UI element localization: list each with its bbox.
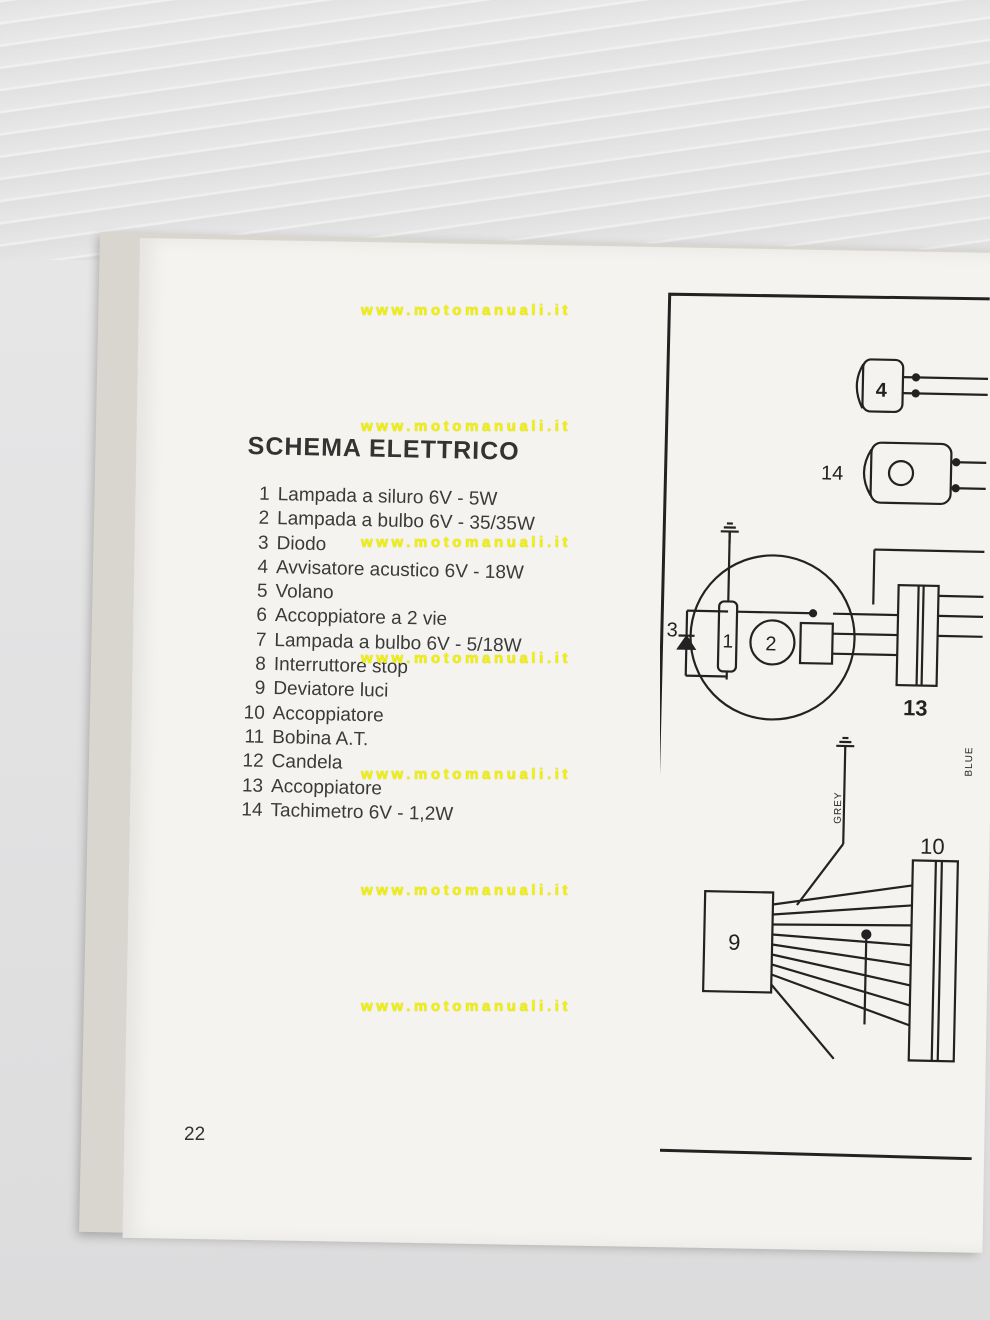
label-component-4: 4 — [876, 380, 888, 402]
watermark-text: www.motomanuali.it — [361, 650, 572, 667]
label-component-2: 2 — [765, 633, 777, 655]
page-number: 22 — [184, 1124, 206, 1145]
watermark-text: www.motomanuali.it — [361, 998, 572, 1015]
wire-label-grey: GREY — [833, 791, 845, 824]
component-10-connector — [907, 859, 960, 1063]
label-component-13: 13 — [903, 695, 928, 721]
component-14-speedometer — [862, 441, 987, 506]
diagram-frame — [660, 292, 990, 1160]
component-1-lamp — [716, 531, 739, 680]
component-2-lamp — [749, 619, 834, 666]
watermark-text: www.motomanuali.it — [361, 882, 572, 899]
label-component-3: 3 — [666, 619, 678, 641]
watermark-text: www.motomanuali.it — [361, 418, 572, 435]
page-title: SCHEMA ELETTRICO — [247, 432, 520, 466]
wiring-diagram: 4 14 3 1 2 13 10 9 GREY BLUE — [660, 292, 990, 1160]
watermark-text: www.motomanuali.it — [361, 766, 572, 783]
background-surface — [0, 0, 990, 260]
component-9-light-switch — [701, 758, 913, 1060]
label-component-10: 10 — [920, 834, 945, 860]
component-13-connector — [737, 548, 985, 688]
component-4-horn — [855, 358, 989, 414]
ground-symbols — [720, 522, 855, 760]
wire-label-blue: BLUE — [964, 746, 976, 776]
component-3-diode — [676, 609, 729, 678]
label-component-1: 1 — [722, 631, 733, 652]
watermark-text: www.motomanuali.it — [361, 534, 572, 551]
label-component-9: 9 — [728, 930, 741, 955]
label-component-14: 14 — [821, 462, 844, 484]
watermark-text: www.motomanuali.it — [361, 302, 572, 319]
